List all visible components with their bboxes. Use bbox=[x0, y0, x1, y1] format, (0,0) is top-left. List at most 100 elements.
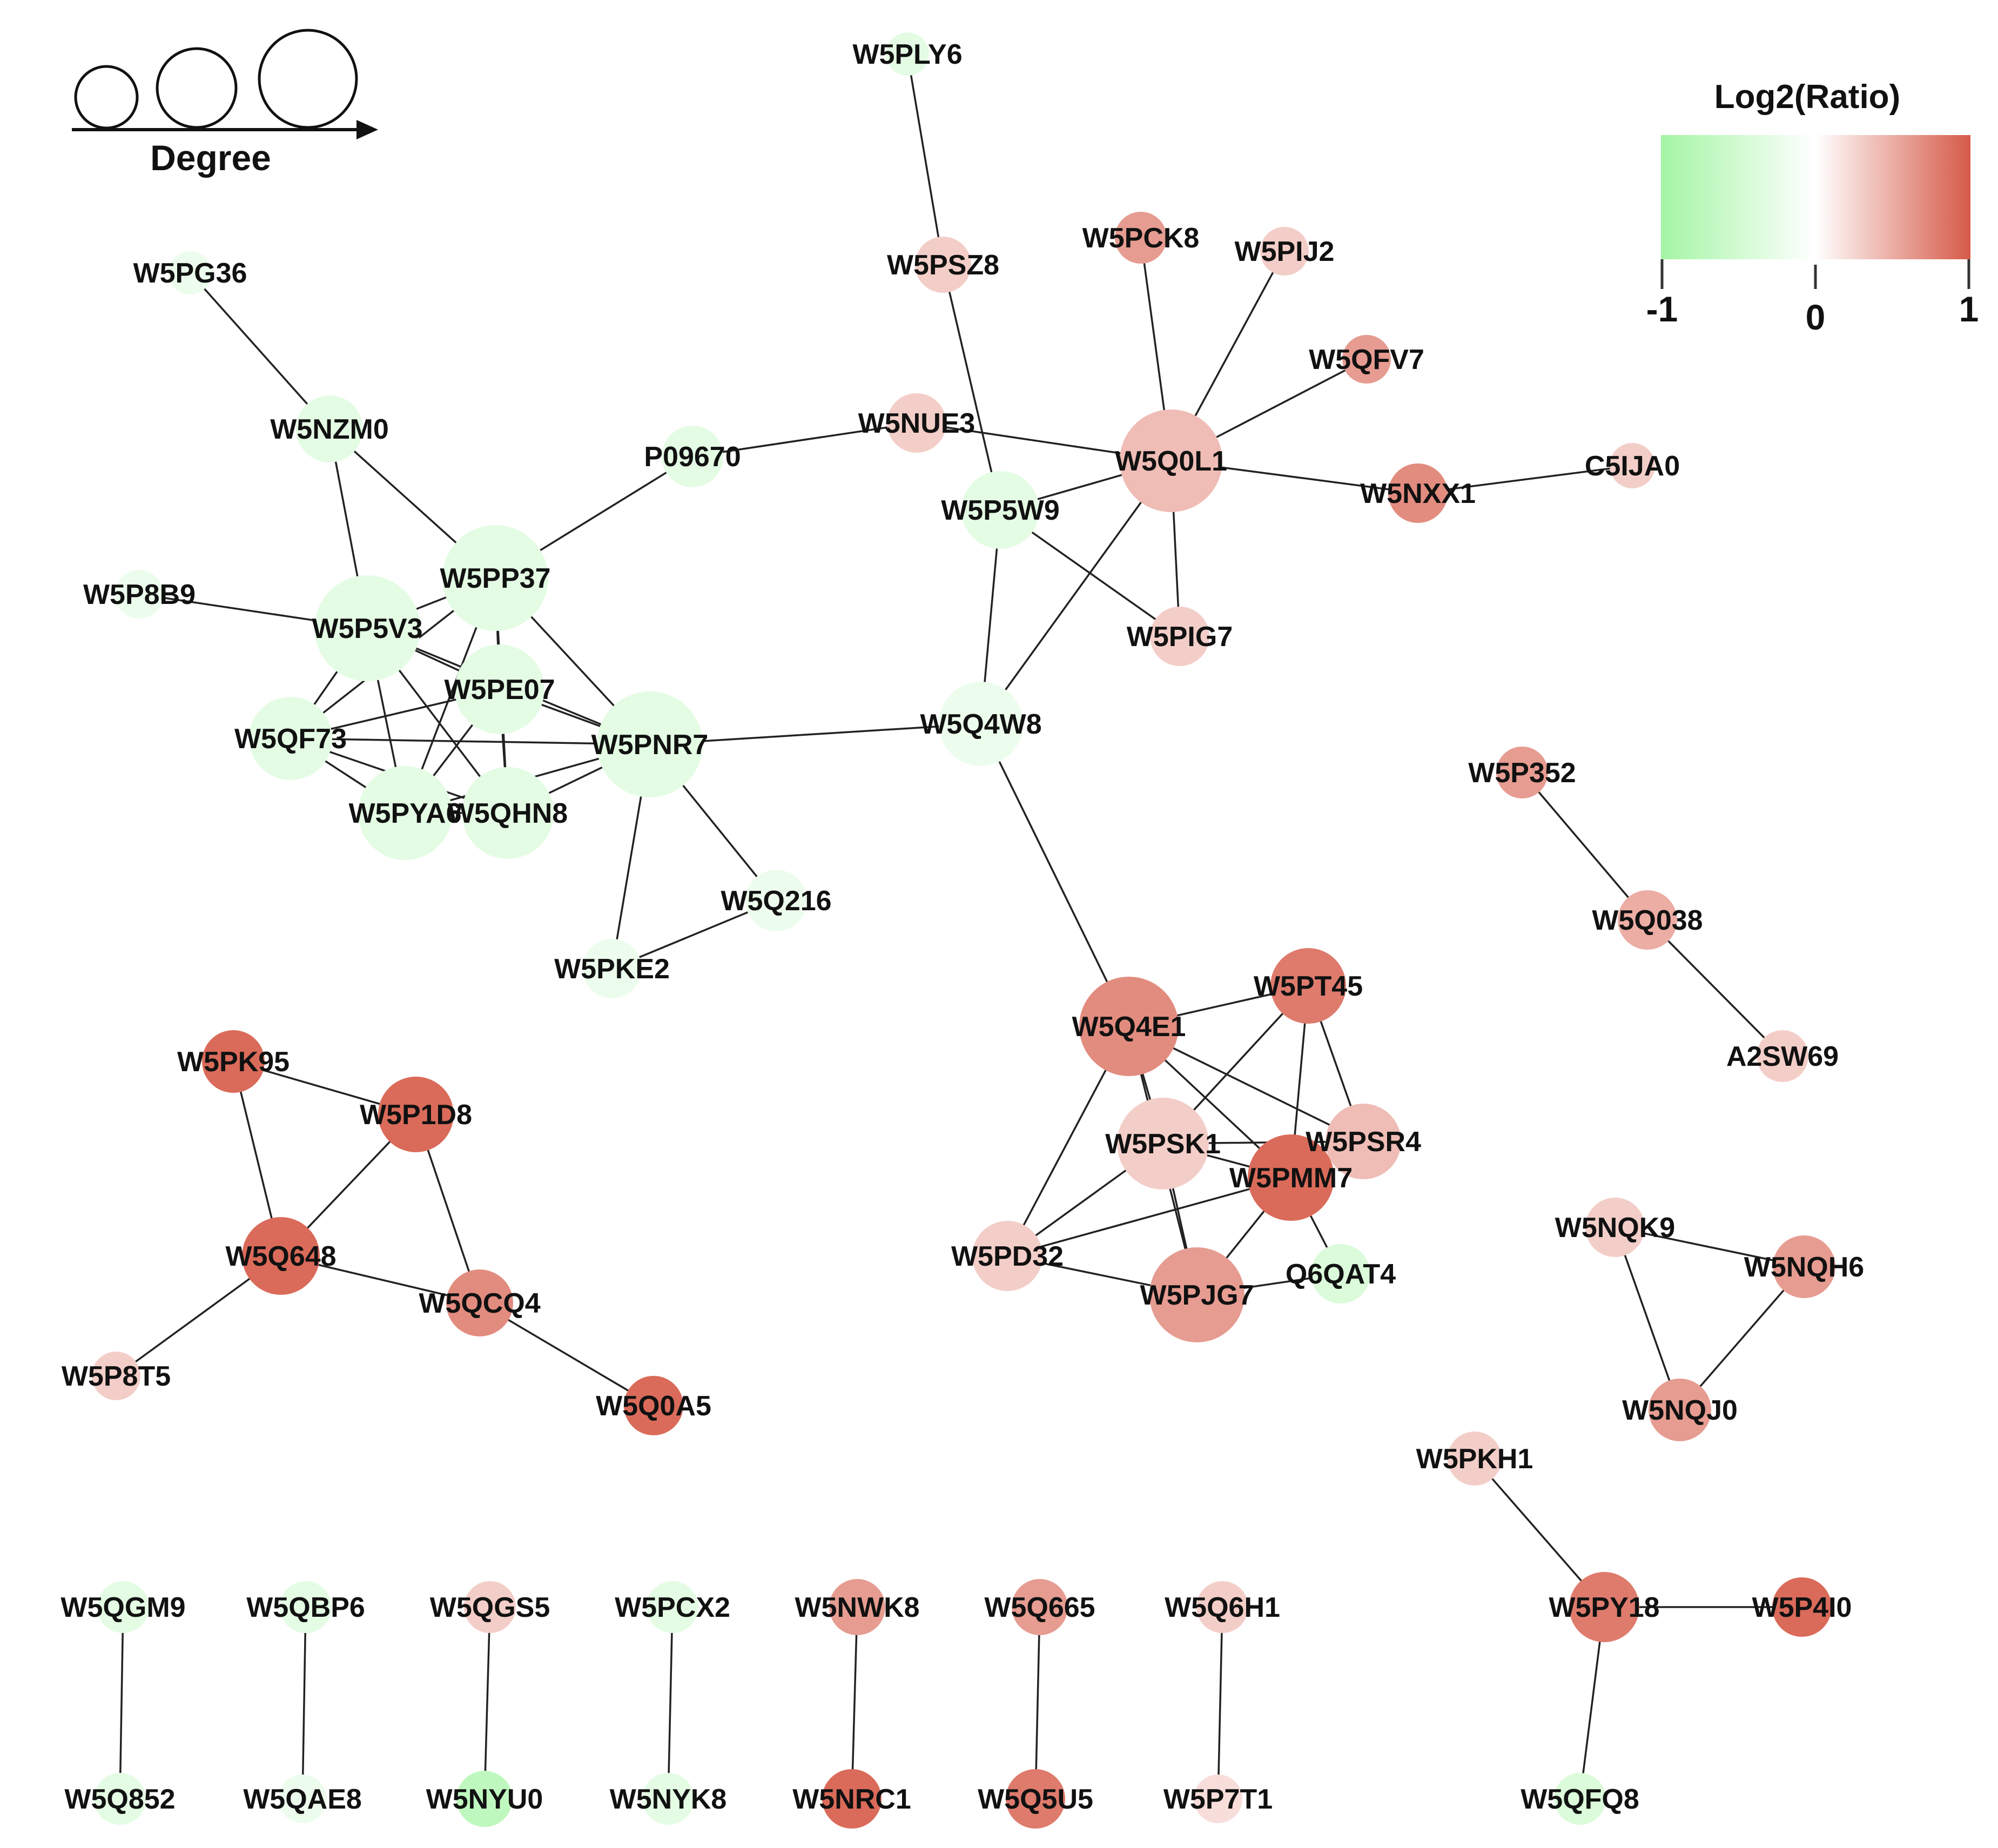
node-W5Q648[interactable] bbox=[242, 1217, 320, 1295]
node-W5PK95[interactable] bbox=[202, 1030, 265, 1093]
node-W5P8T5[interactable] bbox=[92, 1352, 140, 1400]
edge-W5PG36-W5NZM0 bbox=[189, 272, 331, 430]
node-W5PKH1[interactable] bbox=[1448, 1432, 1502, 1486]
node-W5QHN8[interactable] bbox=[462, 767, 554, 859]
node-label-W5NQH6: W5NQH6 bbox=[1744, 1252, 1864, 1283]
node-W5PP37[interactable] bbox=[442, 525, 548, 631]
node-W5PY18[interactable] bbox=[1569, 1572, 1639, 1642]
node-W5QGM9[interactable] bbox=[97, 1581, 149, 1633]
node-W5QFV7[interactable] bbox=[1342, 335, 1391, 384]
node-W5P7T1[interactable] bbox=[1194, 1775, 1242, 1823]
tick-label-mid: 0 bbox=[1806, 297, 1826, 337]
tick-label-min: -1 bbox=[1646, 289, 1678, 329]
node-W5P1D8[interactable] bbox=[378, 1077, 454, 1152]
node-label-W5Q0L1: W5Q0L1 bbox=[1115, 446, 1227, 477]
node-W5QCQ4[interactable] bbox=[446, 1269, 513, 1336]
node-label-W5PK95: W5PK95 bbox=[177, 1046, 290, 1078]
node-W5QF73[interactable] bbox=[249, 697, 332, 780]
node-W5QFQ8[interactable] bbox=[1554, 1773, 1606, 1825]
node-W5NQH6[interactable] bbox=[1773, 1235, 1835, 1298]
node-W5Q4E1[interactable] bbox=[1079, 977, 1179, 1076]
node-W5PCX2[interactable] bbox=[647, 1581, 698, 1633]
node-W5PSZ8[interactable] bbox=[915, 237, 971, 293]
node-W5P352[interactable] bbox=[1496, 747, 1548, 798]
edge-W5PSZ8-W5P5W9 bbox=[942, 264, 1001, 510]
node-W5PLY6[interactable] bbox=[886, 32, 929, 76]
node-W5PCK8[interactable] bbox=[1115, 212, 1167, 264]
node-W5Q5U5[interactable] bbox=[1006, 1769, 1065, 1829]
node-W5PG36[interactable] bbox=[169, 251, 212, 294]
node-W5NUE3[interactable] bbox=[887, 393, 946, 453]
node-label-W5PCK8: W5PCK8 bbox=[1082, 223, 1200, 254]
node-label-W5Q216: W5Q216 bbox=[721, 885, 831, 917]
node-W5PE07[interactable] bbox=[455, 644, 544, 734]
node-W5Q6H1[interactable] bbox=[1196, 1581, 1248, 1633]
edge-W5PCX2-W5NYK8 bbox=[667, 1607, 674, 1799]
node-label-W5NXX1: W5NXX1 bbox=[1360, 478, 1476, 509]
node-W5P8B9[interactable] bbox=[115, 570, 164, 619]
node-W5PJG7[interactable] bbox=[1149, 1247, 1244, 1342]
edge-W5QGM9-W5Q852 bbox=[119, 1607, 124, 1799]
node-W5PMM7[interactable] bbox=[1248, 1134, 1334, 1221]
node-label-W5Q0A5: W5Q0A5 bbox=[596, 1390, 711, 1422]
node-C5IJA0[interactable] bbox=[1610, 443, 1655, 488]
node-W5P5V3[interactable] bbox=[314, 575, 420, 681]
node-W5QAE8[interactable] bbox=[278, 1775, 327, 1823]
node-W5PKE2[interactable] bbox=[582, 939, 642, 998]
edge-W5NQK9-W5NQH6 bbox=[1614, 1226, 1805, 1268]
node-W5QGS5[interactable] bbox=[464, 1581, 516, 1633]
degree-circle-small bbox=[74, 65, 139, 130]
node-W5PIG7[interactable] bbox=[1150, 607, 1209, 666]
node-label-W5QCQ4: W5QCQ4 bbox=[419, 1288, 540, 1319]
node-W5NXX1[interactable] bbox=[1388, 463, 1448, 523]
tick-label-max: 1 bbox=[1959, 289, 1979, 329]
node-W5Q665[interactable] bbox=[1012, 1579, 1068, 1635]
node-W5QBP6[interactable] bbox=[280, 1581, 332, 1633]
edge-P09670-W5NUE3 bbox=[692, 422, 917, 458]
node-label-W5P352: W5P352 bbox=[1468, 757, 1576, 789]
node-W5NQK9[interactable] bbox=[1585, 1198, 1645, 1257]
node-W5PT45[interactable] bbox=[1270, 948, 1346, 1024]
node-W5Q0L1[interactable] bbox=[1120, 409, 1222, 512]
node-A2SW69[interactable] bbox=[1757, 1030, 1808, 1082]
node-label-W5Q4E1: W5Q4E1 bbox=[1072, 1011, 1186, 1043]
edge-layer bbox=[115, 53, 1805, 1799]
edge-W5Q4W8-W5Q4E1 bbox=[980, 723, 1130, 1027]
node-W5PYA6[interactable] bbox=[358, 766, 452, 860]
node-P09670[interactable] bbox=[662, 426, 723, 487]
node-W5NQJ0[interactable] bbox=[1649, 1379, 1711, 1441]
node-label-W5P7T1: W5P7T1 bbox=[1163, 1784, 1273, 1815]
node-W5PD32[interactable] bbox=[972, 1221, 1042, 1291]
node-W5P5W9[interactable] bbox=[961, 471, 1039, 549]
node-W5NYU0[interactable] bbox=[456, 1771, 513, 1827]
node-label-W5PYA6: W5PYA6 bbox=[348, 798, 461, 829]
edge-W5Q6H1-W5P7T1 bbox=[1217, 1607, 1223, 1799]
node-W5NYK8[interactable] bbox=[642, 1773, 694, 1825]
node-W5Q852[interactable] bbox=[94, 1773, 146, 1825]
node-label-W5PKH1: W5PKH1 bbox=[1416, 1443, 1533, 1475]
node-label-P09670: P09670 bbox=[644, 441, 741, 473]
node-W5NRC1[interactable] bbox=[822, 1769, 882, 1829]
node-W5PIJ2[interactable] bbox=[1260, 227, 1309, 275]
node-W5Q0A5[interactable] bbox=[624, 1376, 683, 1435]
node-W5NWK8[interactable] bbox=[829, 1579, 885, 1635]
node-W5Q038[interactable] bbox=[1618, 890, 1677, 950]
node-W5Q4W8[interactable] bbox=[939, 682, 1023, 766]
node-W5NZM0[interactable] bbox=[296, 395, 363, 462]
node-W5PNR7[interactable] bbox=[597, 691, 703, 797]
node-W5PSR4[interactable] bbox=[1326, 1104, 1401, 1179]
node-label-W5PT45: W5PT45 bbox=[1254, 971, 1363, 1002]
degree-legend: Degree bbox=[72, 29, 378, 178]
node-W5Q216[interactable] bbox=[745, 870, 807, 931]
node-label-W5P5W9: W5P5W9 bbox=[941, 495, 1060, 526]
node-label-W5Q648: W5Q648 bbox=[225, 1241, 336, 1272]
node-W5P4I0[interactable] bbox=[1772, 1577, 1832, 1637]
node-W5PSK1[interactable] bbox=[1117, 1098, 1209, 1190]
edge-W5NXX1-C5IJA0 bbox=[1417, 465, 1633, 494]
degree-circle-medium bbox=[156, 47, 238, 129]
edge-W5QGS5-W5NYU0 bbox=[483, 1607, 491, 1799]
color-gradient-bar bbox=[1661, 135, 1970, 259]
node-Q6QAT4[interactable] bbox=[1311, 1244, 1370, 1303]
node-label-W5Q6H1: W5Q6H1 bbox=[1165, 1592, 1280, 1623]
node-label-W5NQK9: W5NQK9 bbox=[1555, 1212, 1675, 1244]
